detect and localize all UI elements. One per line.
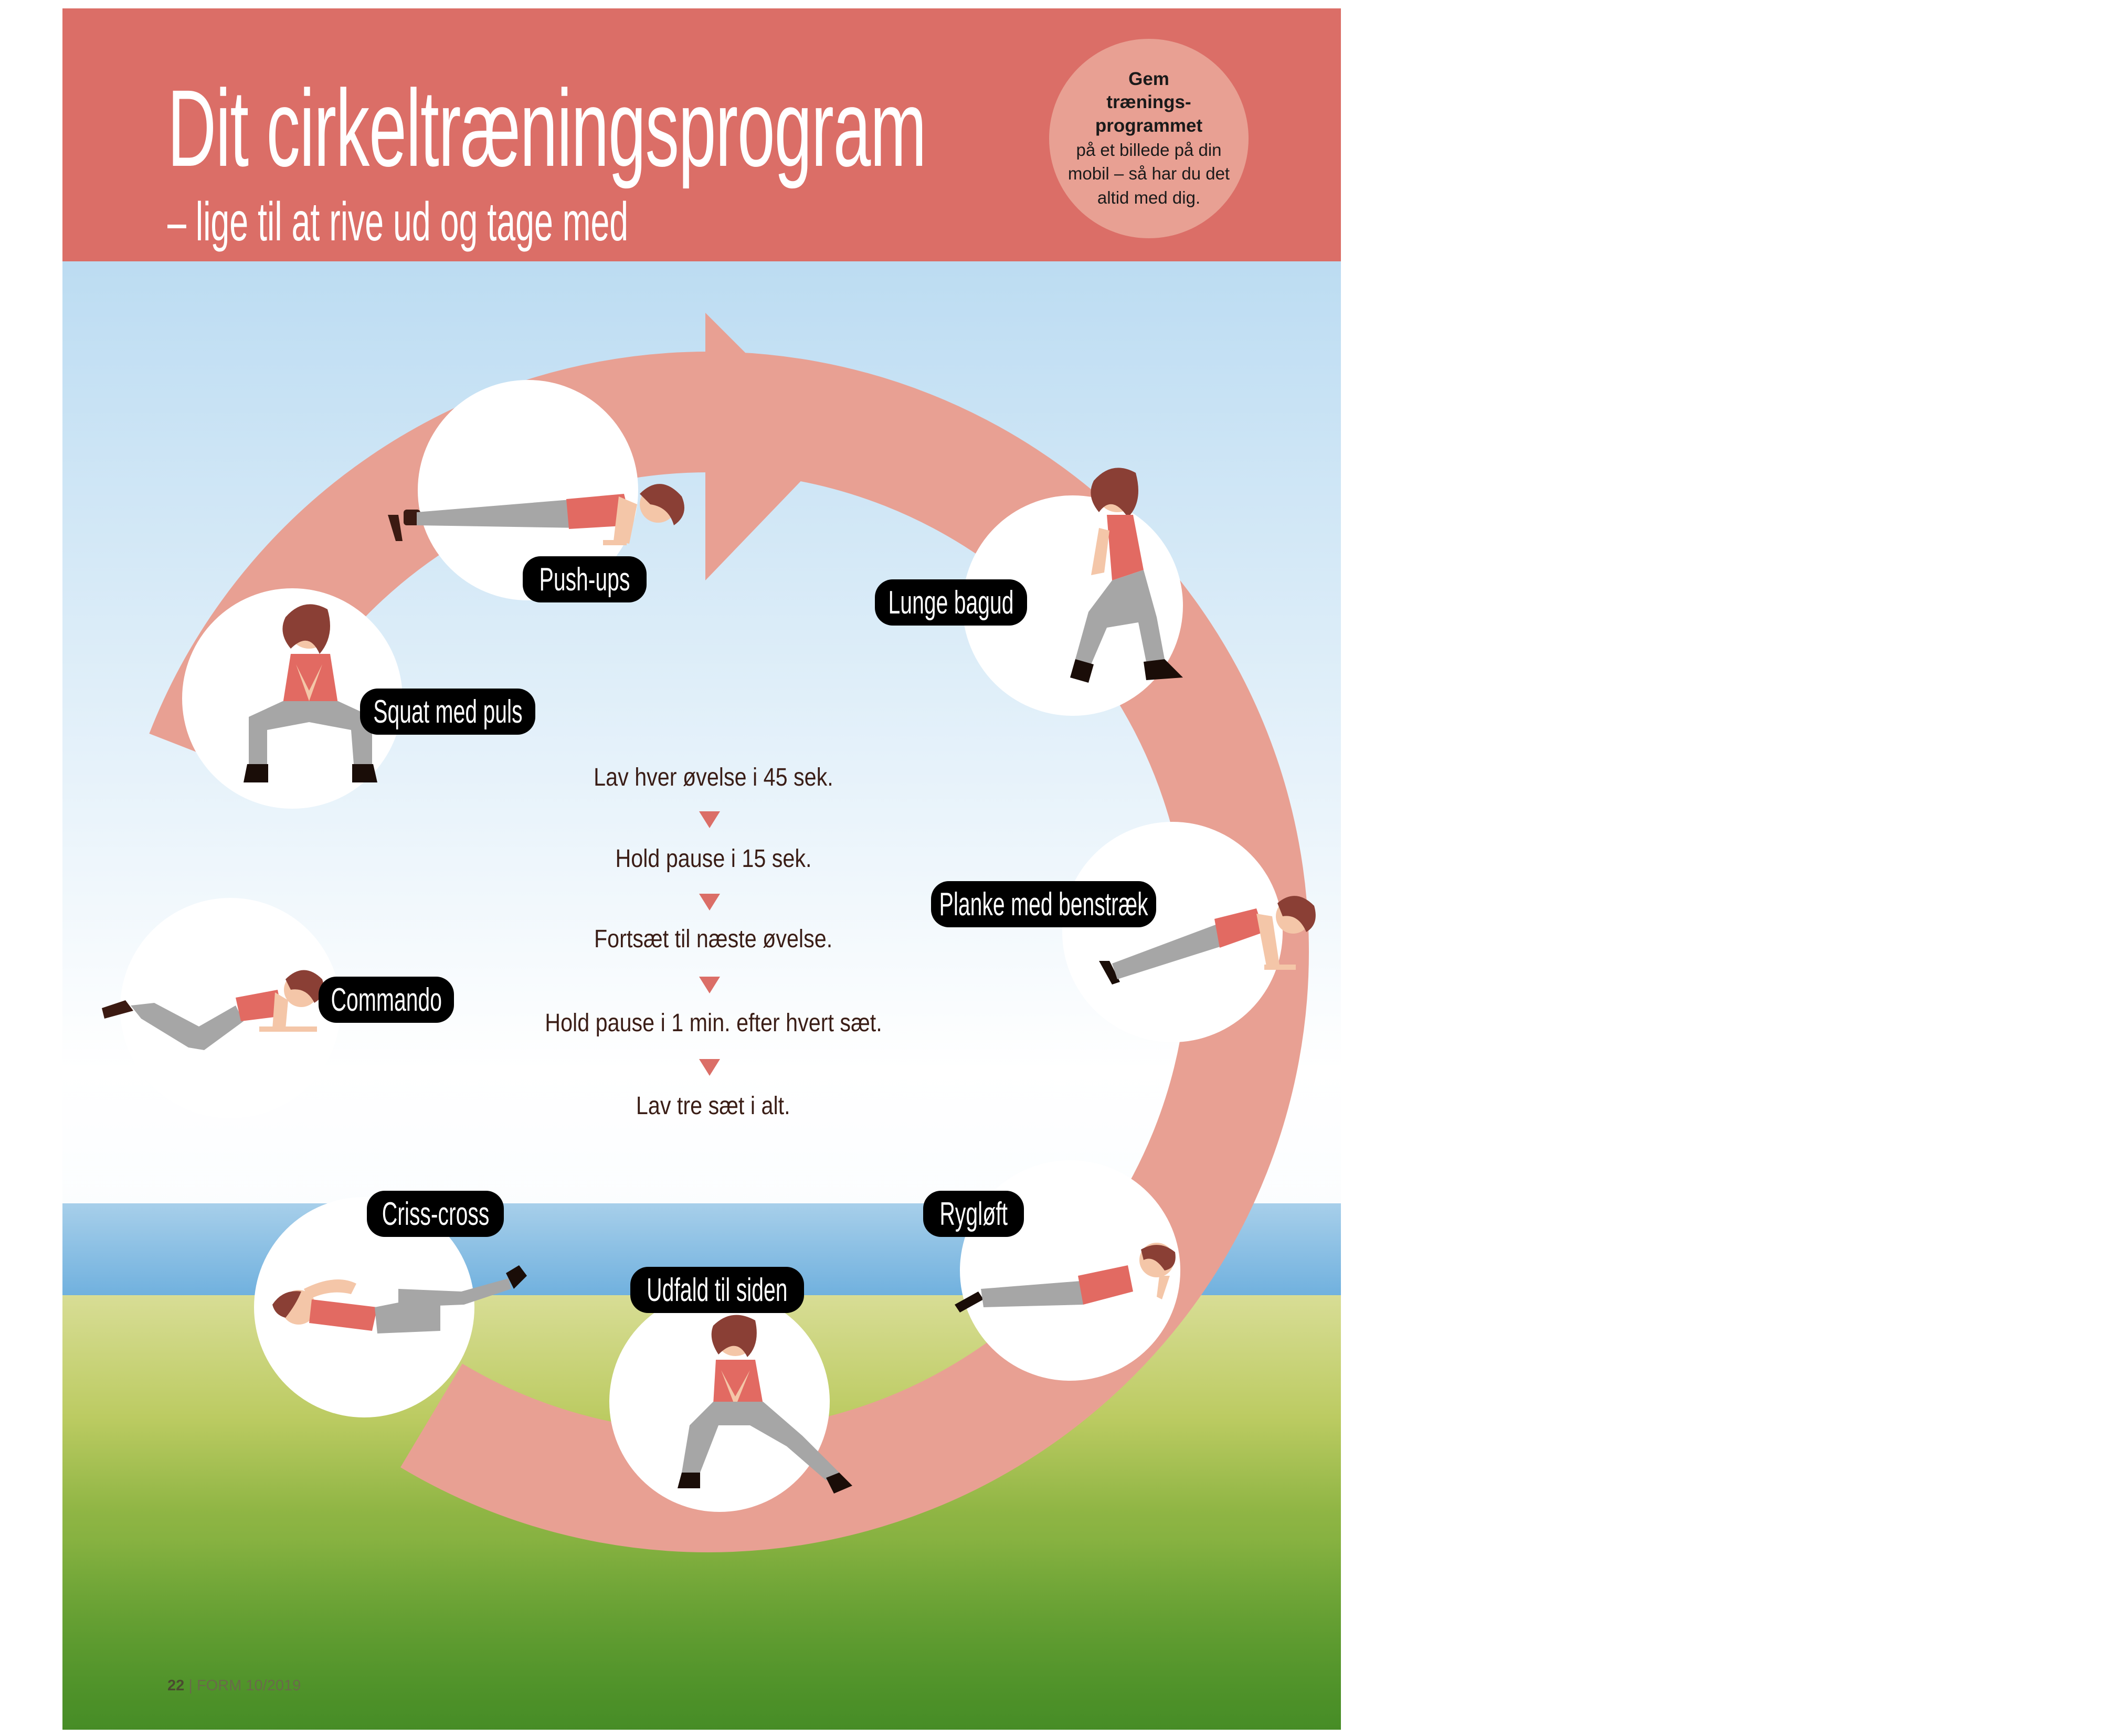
exercise-label-push-ups: Push-ups [523, 556, 647, 602]
instruction-step-4: Hold pause i 1 min. efter hvert sæt. [544, 1009, 882, 1037]
page-footer: 22 | FORM 10/2019 [167, 1677, 301, 1695]
page: Dit cirkeltræningsprogram – lige til at … [62, 8, 1341, 1730]
page-subtitle: – lige til at rive ud og tage med [167, 192, 629, 252]
exercise-circle-commando [120, 898, 341, 1118]
exercise-circle-planke [1062, 822, 1283, 1042]
instruction-step-1: Lav hver øvelse i 45 sek. [593, 764, 833, 791]
exercise-label-lunge-bagud: Lunge bagud [875, 579, 1027, 626]
push-up-figure-icon [388, 484, 684, 545]
instruction-step-2: Hold pause i 15 sek. [615, 845, 812, 873]
commando-figure-icon [102, 970, 324, 1050]
badge-line: trænings- [1106, 92, 1191, 113]
badge-line: Gem [1128, 68, 1169, 89]
page-number: 22 [167, 1677, 185, 1694]
page-title: Dit cirkeltræningsprogram [167, 68, 927, 189]
badge-line: programmet [1095, 115, 1203, 136]
lunge-figure-icon [1070, 468, 1183, 683]
grass-shade [62, 1542, 1341, 1730]
side-lunge-figure-icon [678, 1315, 852, 1494]
magazine-name: FORM [196, 1677, 242, 1694]
step-triangle [699, 977, 720, 993]
plank-figure-icon [1099, 896, 1316, 985]
step-triangle [699, 811, 720, 828]
back-raise-figure-icon [955, 1243, 1176, 1312]
criss-cross-figure-icon [272, 1265, 527, 1333]
exercise-label-squat-med-puls: Squat med puls [360, 689, 535, 735]
step-triangle [699, 1059, 720, 1076]
save-program-badge: Gem trænings- programmet på et billede p… [1049, 39, 1249, 238]
footer-separator: | [188, 1677, 193, 1694]
step-triangle [699, 894, 720, 911]
header-banner: Dit cirkeltræningsprogram – lige til at … [62, 8, 1341, 261]
exercise-label-rygloft: Rygløft [923, 1191, 1024, 1237]
squat-figure-icon [244, 604, 377, 782]
magazine-issue: 10/2019 [246, 1677, 301, 1694]
exercise-label-commando: Commando [319, 977, 454, 1023]
exercise-circle-push-ups [418, 380, 638, 600]
instruction-step-3: Fortsæt til næste øvelse. [594, 925, 833, 953]
instruction-step-5: Lav tre sæt i alt. [636, 1092, 790, 1120]
exercise-label-criss-cross: Criss-cross [367, 1191, 504, 1237]
exercise-label-udfald-til-siden: Udfald til siden [630, 1267, 804, 1313]
exercise-label-planke-med-benstraek: Planke med benstræk [931, 881, 1156, 927]
badge-line: altid med dig. [1097, 187, 1201, 207]
badge-line: mobil – så har du det [1067, 164, 1230, 184]
arrow-head [705, 313, 837, 580]
badge-line: på et billede på din [1076, 140, 1222, 160]
